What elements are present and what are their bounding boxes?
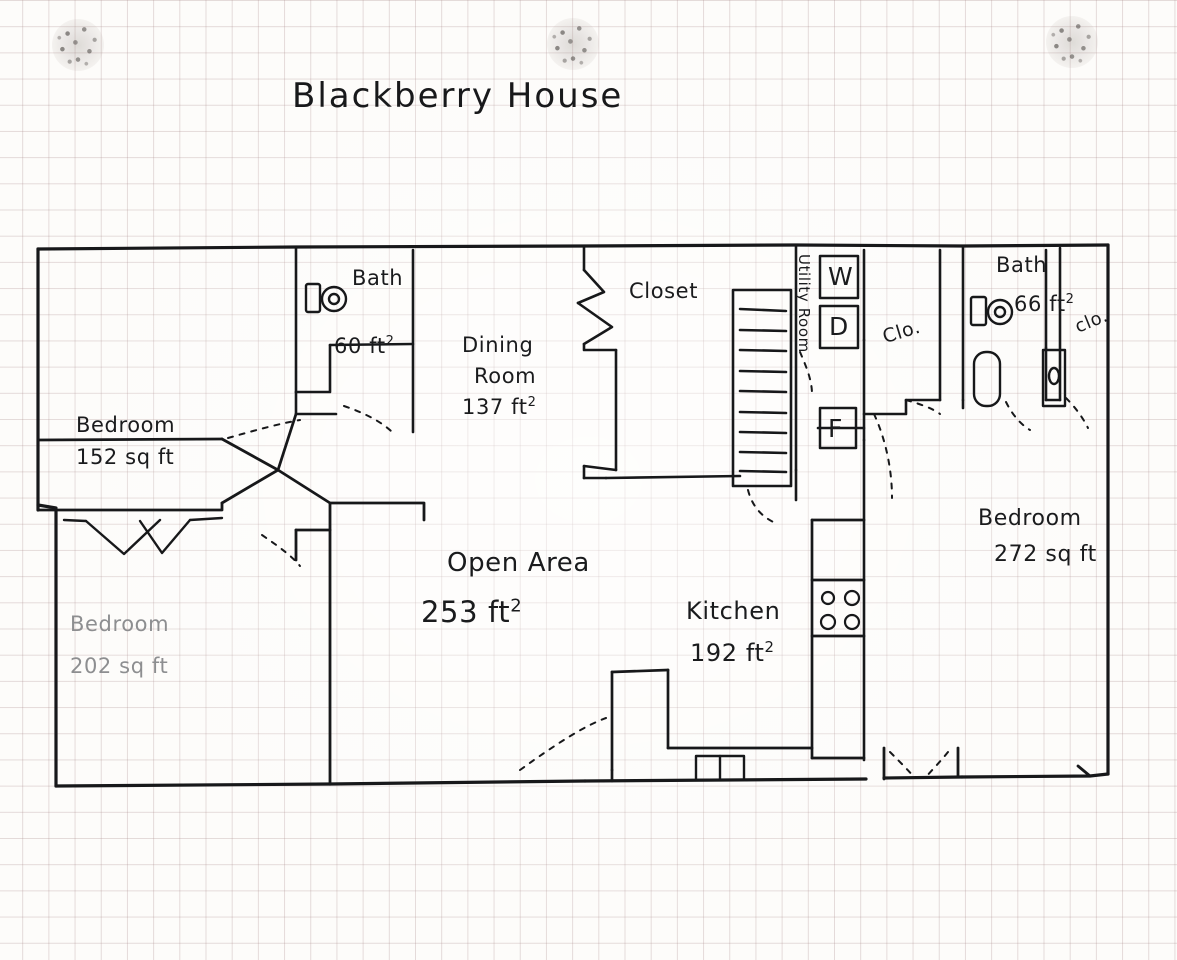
window-symbols	[62, 516, 224, 556]
kitchen-cooktop-burners	[819, 589, 861, 631]
bathroom-right-door-swings	[1005, 397, 1089, 431]
hall-door-swings	[227, 419, 301, 567]
exterior-walls	[36, 243, 1110, 788]
right-hall-walls	[862, 248, 942, 416]
stairs	[731, 288, 793, 488]
patio-door-swings	[889, 751, 949, 778]
bathroom-left-door-swing	[343, 405, 393, 433]
kitchen-entry-swing	[519, 717, 607, 771]
hall-angled-walls	[36, 412, 426, 786]
right-hall-door-swings	[873, 399, 941, 499]
page-title: Blackberry House	[292, 76, 624, 116]
dining-closet-walls	[576, 244, 742, 480]
bathroom-right-walls	[961, 244, 1062, 410]
utility-appliances	[818, 254, 860, 450]
utility-door-swing	[799, 351, 813, 395]
bathroom-left-fixtures	[304, 282, 348, 314]
bottom-right-door-jamb	[882, 746, 1092, 781]
stairs-door-swing	[747, 489, 779, 525]
bathroom-left-walls	[294, 245, 415, 434]
bathroom-right-fixtures	[969, 295, 1067, 408]
utility-room-walls	[794, 243, 866, 762]
kitchen-counters	[610, 518, 866, 783]
kitchen-sink	[694, 754, 746, 782]
